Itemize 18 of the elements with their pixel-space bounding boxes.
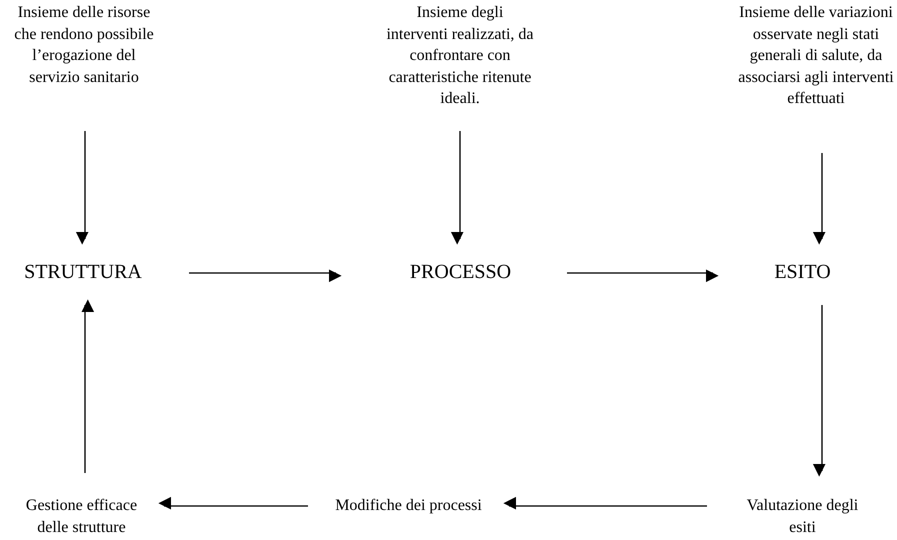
description-text: Insieme degli interventi realizzati, da confrontare con caratteristiche ritenute ideali. (386, 3, 534, 109)
description-text: Modifiche dei processi (335, 496, 482, 516)
arrow (567, 270, 719, 282)
arrow (812, 153, 826, 245)
description-text: Insieme delle risorse che rendono possibile l’erogazione del servizio sanitario (13, 3, 155, 88)
description-text: Insieme delle variazioni osservate negli stati generali di salute, da associarsi agli interventi effettuati (738, 3, 894, 109)
stage-label: STRUTTURA (24, 260, 142, 285)
arrow (450, 131, 464, 245)
arrow (812, 305, 826, 477)
description-text: Gestione efficace delle strutture (24, 496, 138, 538)
arrow (76, 131, 88, 245)
stage-label: ESITO (774, 260, 831, 285)
arrow (158, 496, 308, 510)
stage-label: PROCESSO (410, 260, 512, 285)
arrow (82, 299, 94, 473)
arrow (503, 496, 707, 510)
arrow (189, 270, 342, 282)
description-text: Valutazione degli esiti (746, 496, 860, 538)
